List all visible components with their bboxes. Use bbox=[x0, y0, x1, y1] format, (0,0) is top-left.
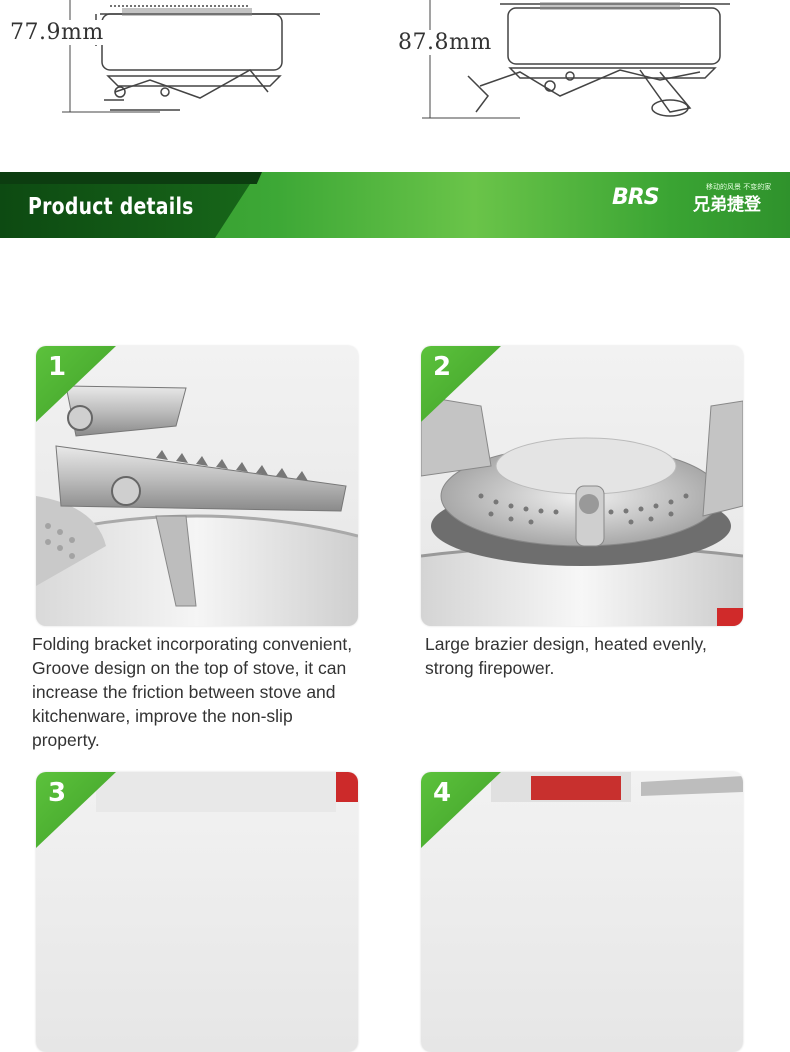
feature-caption-1: Folding bracket incorporating convenient… bbox=[32, 634, 353, 750]
feature-photo-4 bbox=[491, 772, 743, 802]
feature-card-1: 1 bbox=[36, 346, 358, 626]
feature-photo-3 bbox=[96, 772, 358, 812]
banner-title-panel bbox=[0, 184, 250, 238]
brand-slogan: 移动的风景 不变的家 bbox=[706, 183, 772, 191]
feature-caption-2: Large brazier design, heated evenly, str… bbox=[425, 634, 707, 678]
product-details-banner: Product details bbox=[0, 172, 790, 238]
feature-card-4: 4 bbox=[421, 772, 743, 1052]
feature-number: 3 bbox=[48, 778, 67, 808]
brs-logo: BRS bbox=[612, 185, 660, 210]
stove-line-drawing bbox=[62, 0, 730, 119]
left-height-dimension: 77.9mm bbox=[10, 20, 104, 45]
banner-title: Product details bbox=[28, 194, 194, 220]
feature-card-2: 2 bbox=[421, 346, 743, 626]
large-brazier-photo bbox=[421, 395, 743, 626]
feature-number: 1 bbox=[48, 352, 67, 382]
feature-number: 4 bbox=[433, 778, 452, 808]
banner-dark-strip bbox=[0, 172, 262, 184]
brand-chinese-name: 兄弟捷登 bbox=[693, 195, 761, 215]
right-height-dimension: 87.8mm bbox=[398, 30, 492, 55]
stove-dimension-drawings: 77.9mm 87.8mm bbox=[0, 0, 790, 170]
folding-bracket-photo bbox=[36, 385, 358, 626]
feature-number: 2 bbox=[433, 352, 452, 382]
feature-card-3: 3 bbox=[36, 772, 358, 1052]
